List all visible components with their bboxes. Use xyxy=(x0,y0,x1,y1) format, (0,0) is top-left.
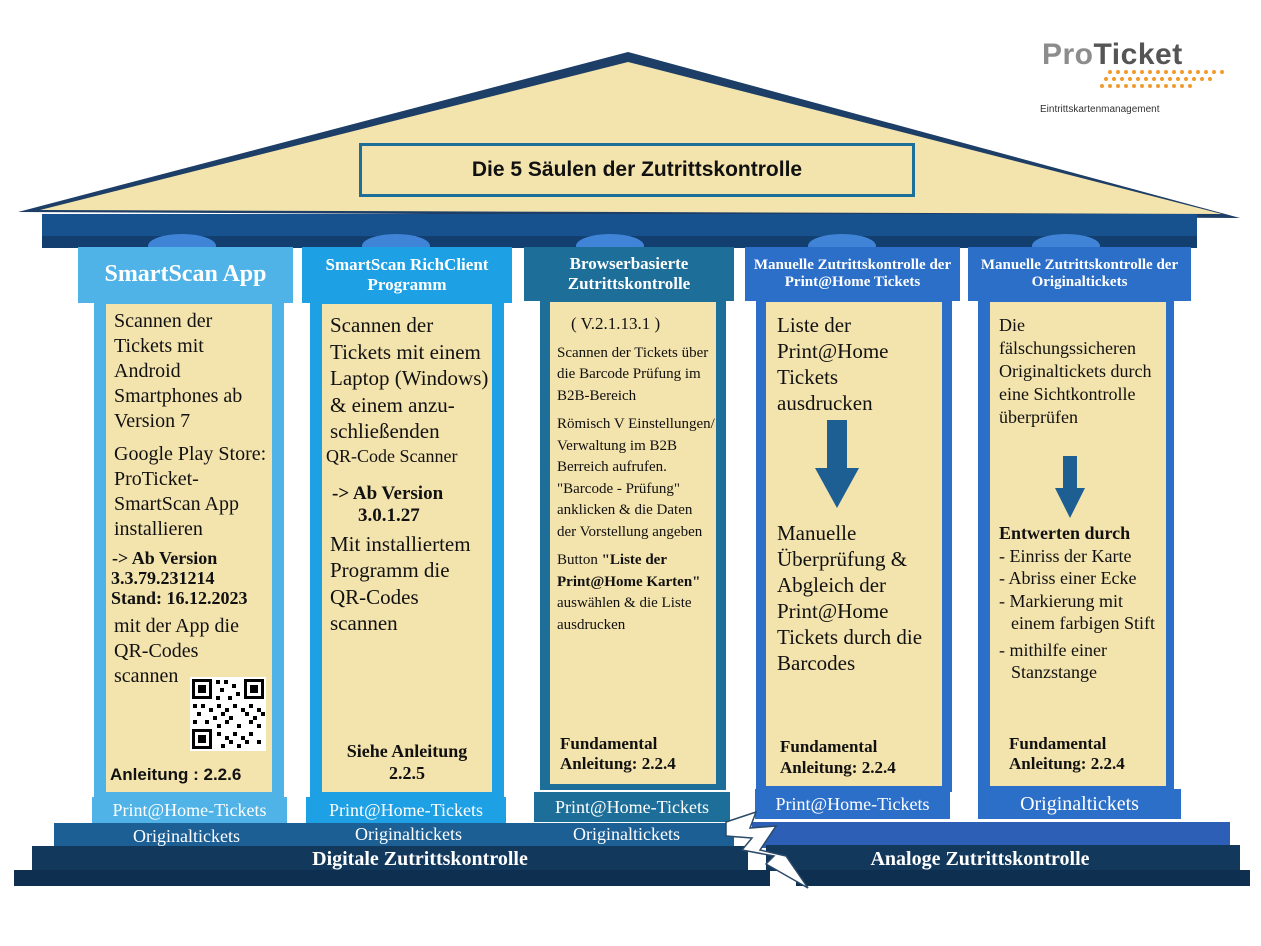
base-bottom-left xyxy=(14,870,770,886)
pillar-2-footer: Siehe Anleitung 2.2.5 xyxy=(322,740,492,784)
pillar-5-footer: Fundamental Anleitung: 2.2.4 xyxy=(1009,734,1125,774)
pillar-4-header: Manuelle Zutrittskontrolle der Print@Hom… xyxy=(745,247,960,301)
pillar-5-bullet: - mithilfe einer Stanzstange xyxy=(999,639,1107,683)
pillar-4-label: Print@Home-Tickets xyxy=(755,789,950,819)
pillar-3-version: ( V.2.1.13.1 ) xyxy=(571,314,661,333)
pillar-1-line: Google Play Store: ProTicket-SmartScan A… xyxy=(114,443,267,540)
pillar-3-footer-2: Anleitung: 2.2.4 xyxy=(560,754,676,773)
pillar-3-label: Print@Home-Tickets xyxy=(534,792,730,822)
pillar-3-p1: Scannen der Tickets über die Barcode Prü… xyxy=(557,344,709,404)
pillar-3-inner xyxy=(550,302,716,784)
pillar-3-p3-post: auswählen & die Liste ausdrucken xyxy=(557,595,692,633)
pillar-1-stand: Stand: 16.12.2023 xyxy=(111,588,248,608)
pillar-1-footer: Anleitung : 2.2.6 xyxy=(110,765,242,784)
pillar-1-body: Scannen der Tickets mit Android Smartpho… xyxy=(111,309,274,689)
step-2-left xyxy=(54,823,734,849)
pillar-3-p3: Button "Liste der Print@Home Karten" aus… xyxy=(557,550,715,636)
proticket-logo: ProTicket Eintrittskartenmanagement xyxy=(1040,38,1240,118)
pillar-5-footer-1: Fundamental xyxy=(1009,734,1107,753)
pillar-5-label: Originaltickets xyxy=(978,789,1181,819)
pillar-4-top-text: Liste der Print@Home Tickets ausdrucken xyxy=(777,313,889,415)
pillar-1-label: Print@Home-Tickets xyxy=(92,797,287,824)
step-2-label: Originaltickets xyxy=(133,825,240,846)
step-2-label: Originaltickets xyxy=(573,823,680,844)
pillar-3-body: ( V.2.1.13.1 ) Scannen der Tickets über … xyxy=(557,313,715,636)
pillar-5-bullet: - Markierung mit einem farbigen Stift xyxy=(999,590,1155,634)
base-bottom-right xyxy=(796,870,1250,886)
pillar-3-footer-1: Fundamental xyxy=(560,734,658,753)
pillar-3-p3-pre: Button xyxy=(557,552,602,568)
pillar-5-entwerten: Entwerten durch xyxy=(999,523,1131,543)
pillar-2-version: -> Ab Version xyxy=(332,482,444,504)
pillar-2-version-number: 3.0.1.27 xyxy=(358,504,420,526)
pillar-5-top-text: Die fälschungssicheren Originaltickets d… xyxy=(999,315,1152,427)
pillar-1-header: SmartScan App xyxy=(78,247,293,303)
pillar-2-header: SmartScan RichClient Programm xyxy=(302,247,512,303)
pillar-4-footer-1: Fundamental xyxy=(780,737,878,756)
base-left xyxy=(32,846,748,872)
arrow-down-icon xyxy=(815,420,859,508)
step-2-right xyxy=(752,822,1230,848)
pillar-1-scan-text: mit der App die QR-Codes scannen xyxy=(114,615,239,687)
logo-pro: Pro xyxy=(1042,38,1094,71)
pillar-3-p3-bold: "Liste der Print@Home Karten" xyxy=(557,552,701,590)
pillar-4-footer-2: Anleitung: 2.2.4 xyxy=(780,758,896,777)
pillar-5-bullet: - Einriss der Karte xyxy=(999,545,1132,566)
pillar-2-scanner: QR-Code Scanner xyxy=(326,445,458,466)
pillar-4-inner xyxy=(766,302,942,786)
qr-code-icon xyxy=(190,677,266,751)
title-box: Die 5 Säulen der Zutrittskontrolle xyxy=(359,143,915,197)
pillar-5-body: Entwerten durch - Einriss der Karte - Ab… xyxy=(999,522,1164,684)
lightning-icon xyxy=(725,810,809,889)
step-2-label: Originaltickets xyxy=(355,823,462,844)
pillar-2-program-text: Mit installiertem Programm die QR-Codes … xyxy=(330,531,471,636)
logo-ticket: Ticket xyxy=(1093,38,1183,71)
pillar-1-version-number: 3.3.79.231214 xyxy=(111,568,215,588)
pillar-4-bottom-text: Manuelle Überprüfung & Abgleich der Prin… xyxy=(777,521,923,675)
pillar-2-line: Scannen der Tickets mit einem Laptop (Wi… xyxy=(330,313,489,443)
pillar-5-bullet: - Abriss einer Ecke xyxy=(999,568,1137,588)
base-left-label: Digitale Zutrittskontrolle xyxy=(312,847,528,870)
pillar-3-footer: Fundamental Anleitung: 2.2.4 xyxy=(560,734,676,774)
pillar-1-line: Scannen der Tickets mit Android Smartpho… xyxy=(114,310,243,432)
base-right-label: Analoge Zutrittskontrolle xyxy=(870,847,1090,870)
pillar-5-inner xyxy=(990,302,1166,786)
pillar-5-header: Manuelle Zutrittskontrolle der Originalt… xyxy=(968,247,1191,301)
pillar-4-footer: Fundamental Anleitung: 2.2.4 xyxy=(780,736,896,778)
logo-tagline: Eintrittskartenmanagement xyxy=(1040,104,1160,115)
pillar-2-footer-2: 2.2.5 xyxy=(389,763,425,783)
pillar-2-inner xyxy=(322,304,492,792)
pillar-2-footer-1: Siehe Anleitung xyxy=(346,741,468,761)
page-title: Die 5 Säulen der Zutrittskontrolle xyxy=(471,158,803,181)
pillar-2-body: Scannen der Tickets mit einem Laptop (Wi… xyxy=(326,312,490,637)
pillar-3-p2: Römisch V Einstellungen/ Verwaltung im B… xyxy=(557,416,715,540)
logo-dots-icon xyxy=(1100,70,1224,88)
pillar-2-label: Print@Home-Tickets xyxy=(306,797,506,824)
arrow-down-icon xyxy=(1055,456,1085,518)
pillar-5-footer-2: Anleitung: 2.2.4 xyxy=(1009,754,1125,773)
pillar-1-version: -> Ab Version xyxy=(112,548,218,568)
pillar-3-header: Browserbasierte Zutrittskontrolle xyxy=(524,247,734,301)
base-right xyxy=(766,845,1240,871)
